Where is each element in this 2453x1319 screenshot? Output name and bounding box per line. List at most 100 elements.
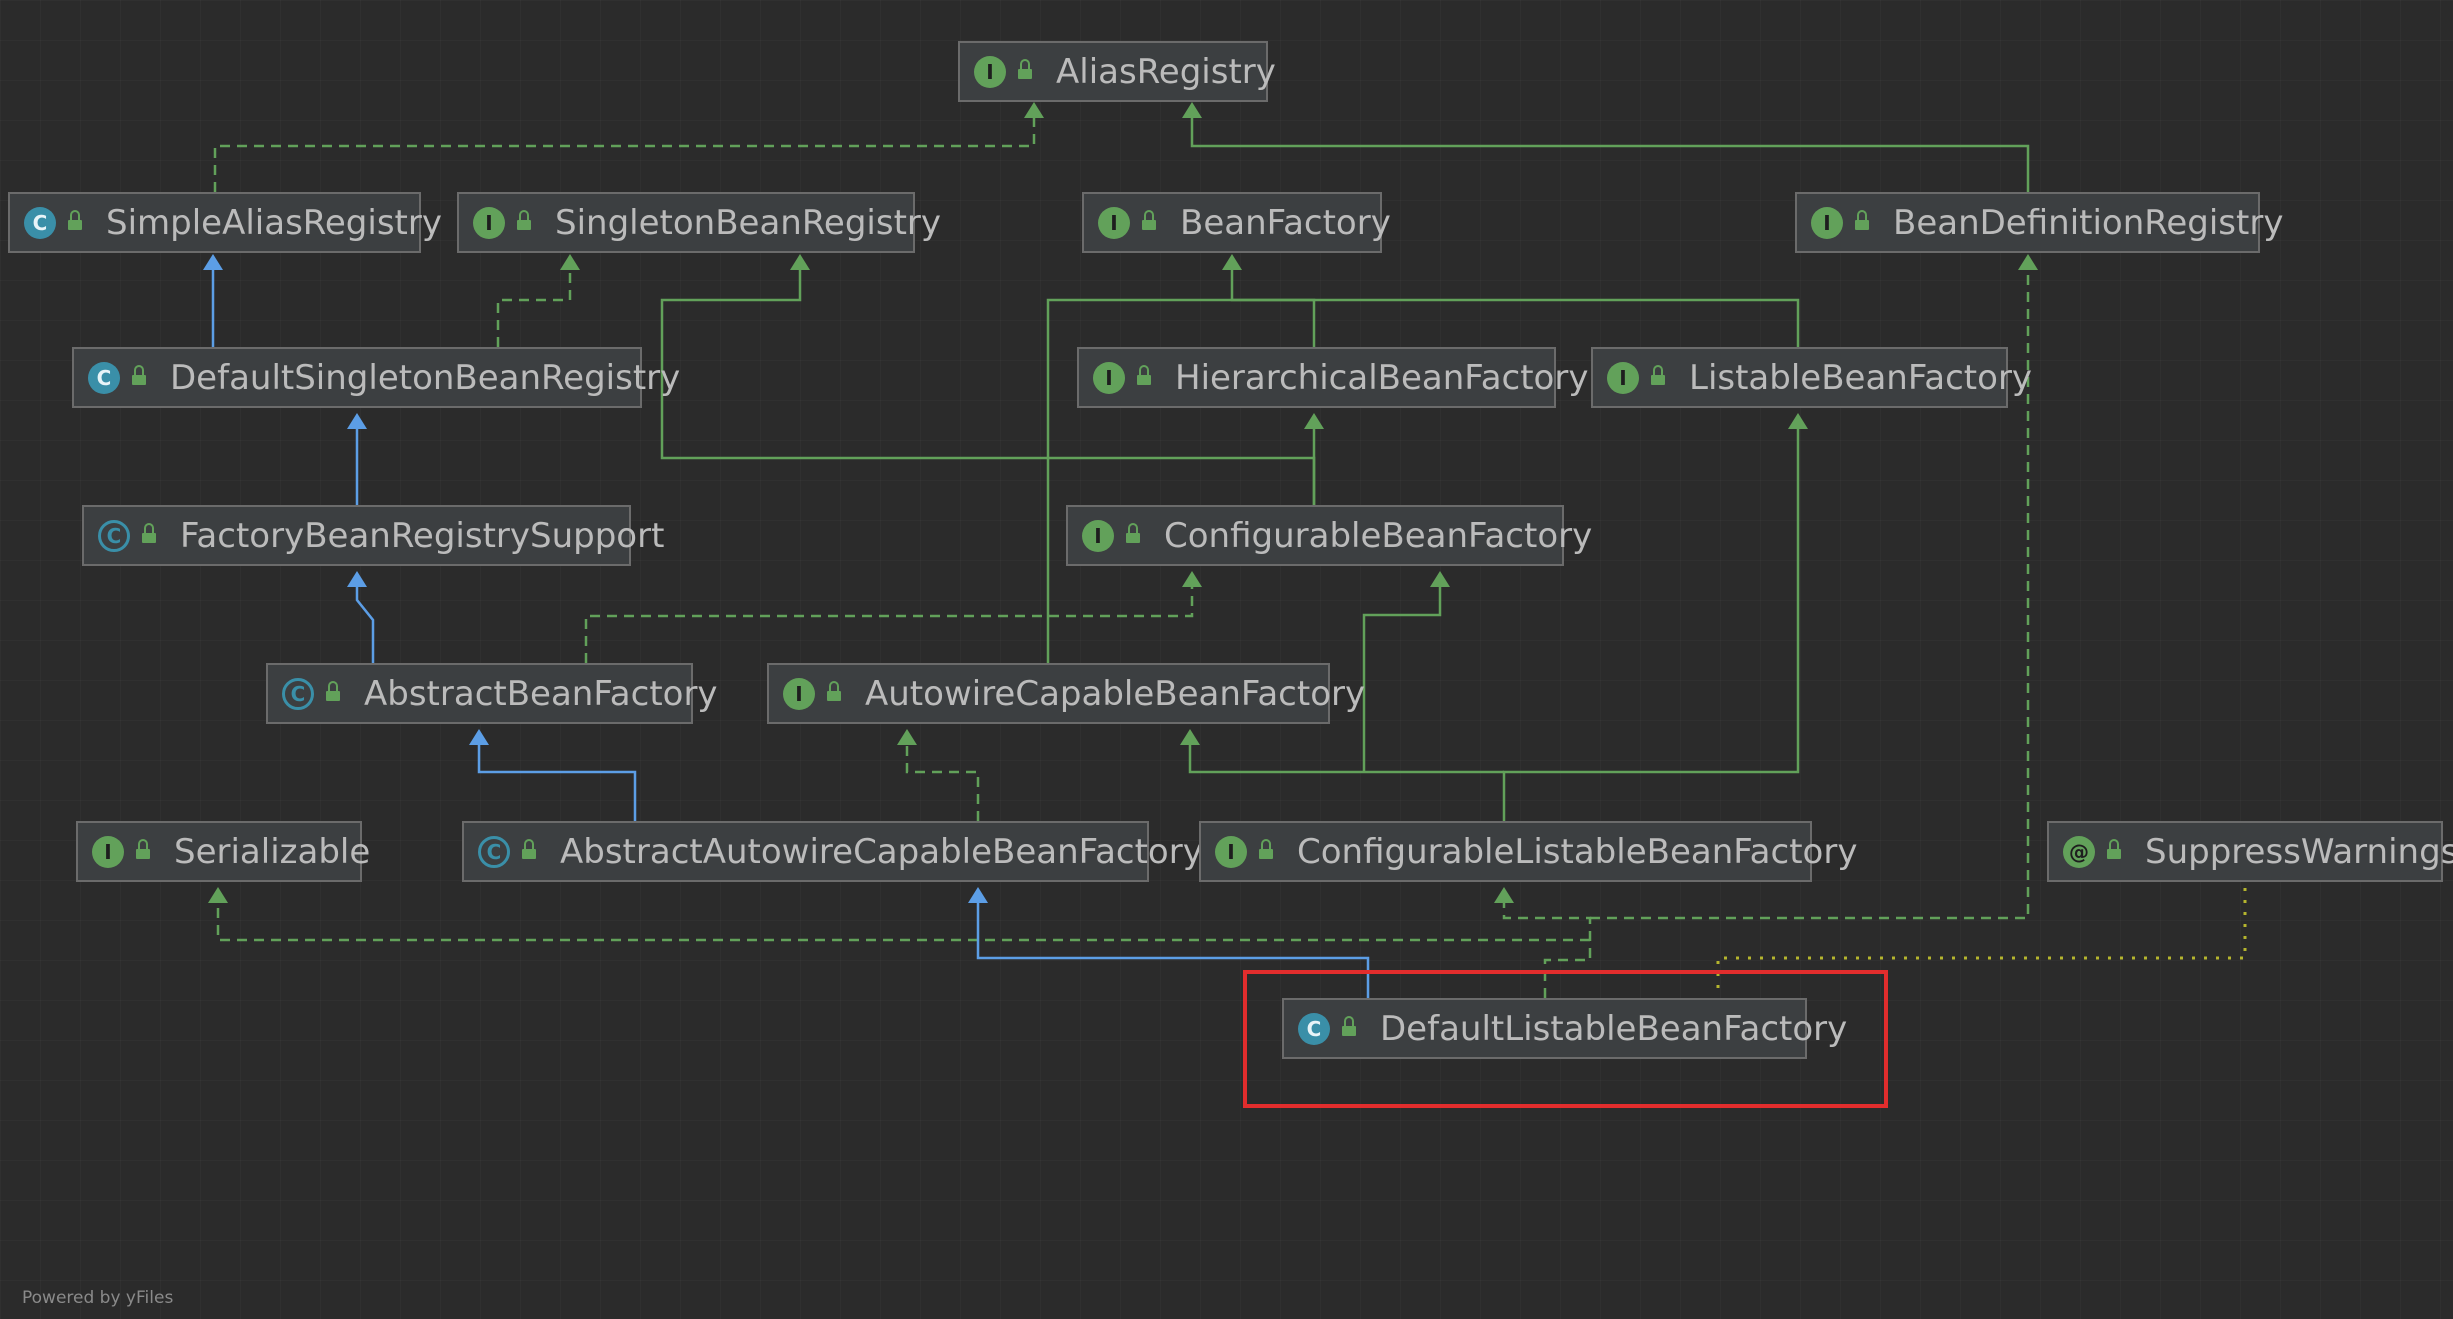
edge-dlbf-to-abstractautowire <box>976 896 1370 998</box>
node-simple-alias-registry[interactable]: C SimpleAliasRegistry <box>8 192 442 253</box>
arrowhead-configlistable <box>1494 887 1514 903</box>
edge-hierarchical-to-beanfactory <box>1230 263 1316 347</box>
arrowhead-factorybeanregistry <box>347 571 367 587</box>
edge-configlistable-to-configurablebf <box>1362 580 1442 772</box>
node-configurable-bean-factory[interactable]: I ConfigurableBeanFactory <box>1066 505 1592 566</box>
node-factory-bean-registry-support[interactable]: C FactoryBeanRegistrySupport <box>82 505 664 566</box>
node-label: ConfigurableListableBeanFactory <box>1297 831 1858 872</box>
edge-simplealias-to-aliasregistry <box>213 112 1036 192</box>
edge-abstractautowire-to-autowire <box>905 738 980 821</box>
edge-beandefinitionregistry-to-aliasregistry <box>1190 112 2030 192</box>
node-label: Serializable <box>174 831 371 872</box>
node-label: AbstractBeanFactory <box>364 673 718 714</box>
node-label: AutowireCapableBeanFactory <box>865 673 1366 714</box>
node-alias-registry[interactable]: I AliasRegistry <box>958 41 1276 102</box>
arrowhead-hierarchical <box>1304 413 1324 429</box>
node-default-singleton-bean-registry[interactable]: C DefaultSingletonBeanRegistry <box>72 347 680 408</box>
edge-autowirecapable-to-beanfactory <box>1046 298 1232 663</box>
footer-credit: Powered by yFiles <box>22 1288 174 1308</box>
arrowhead-abstractautowire <box>968 887 988 903</box>
node-label: HierarchicalBeanFactory <box>1175 357 1589 398</box>
arrowhead-configurablebf-a <box>1182 571 1202 587</box>
interface-icon: I <box>1082 519 1114 552</box>
public-lock-icon <box>136 838 150 859</box>
node-autowire-capable-bean-factory[interactable]: I AutowireCapableBeanFactory <box>767 663 1365 724</box>
interface-icon: I <box>1098 206 1130 239</box>
edge-abstractbf-to-factorybeanregistry <box>355 580 375 663</box>
node-bean-definition-registry[interactable]: I BeanDefinitionRegistry <box>1795 192 2283 253</box>
arrowhead-beanfactory <box>1222 254 1242 270</box>
node-listable-bean-factory[interactable]: I ListableBeanFactory <box>1591 347 2032 408</box>
arrowhead-autowire-a <box>897 729 917 745</box>
node-configurable-listable-bean-factory[interactable]: I ConfigurableListableBeanFactory <box>1199 821 1857 882</box>
node-singleton-bean-registry[interactable]: I SingletonBeanRegistry <box>457 192 941 253</box>
arrowhead-listable <box>1788 413 1808 429</box>
public-lock-icon <box>1126 522 1140 543</box>
public-lock-icon <box>326 680 340 701</box>
arrowhead-simplealias <box>203 254 223 270</box>
node-label: SuppressWarnings <box>2145 831 2453 872</box>
node-label: DefaultSingletonBeanRegistry <box>170 357 681 398</box>
public-lock-icon <box>1651 364 1665 385</box>
interface-icon: I <box>783 677 815 710</box>
public-lock-icon <box>517 209 531 230</box>
abstract-class-icon: C <box>98 519 130 552</box>
annotation-icon: @ <box>2063 835 2095 868</box>
public-lock-icon <box>1137 364 1151 385</box>
public-lock-icon <box>522 838 536 859</box>
node-label: FactoryBeanRegistrySupport <box>180 515 665 556</box>
edge-abstractautowire-to-abstractbf <box>477 738 637 821</box>
node-hierarchical-bean-factory[interactable]: I HierarchicalBeanFactory <box>1077 347 1588 408</box>
arrowhead-serializable <box>208 887 228 903</box>
node-label: BeanDefinitionRegistry <box>1893 202 2284 243</box>
highlight-box <box>1243 970 1888 1108</box>
public-lock-icon <box>1259 838 1273 859</box>
node-label: SingletonBeanRegistry <box>555 202 942 243</box>
interface-icon: I <box>473 206 505 239</box>
node-serializable[interactable]: I Serializable <box>76 821 370 882</box>
interface-icon: I <box>1093 361 1125 394</box>
public-lock-icon <box>1342 1015 1356 1036</box>
edge-abstractbf-to-configurablebf <box>584 580 1194 663</box>
public-lock-icon <box>2107 838 2121 859</box>
class-icon: C <box>1298 1012 1330 1045</box>
node-label: BeanFactory <box>1180 202 1391 243</box>
node-label: AliasRegistry <box>1056 51 1276 92</box>
node-label: DefaultListableBeanFactory <box>1380 1008 1848 1049</box>
edge-dlbf-to-serializable <box>216 896 1590 942</box>
edge-configlistable-to-autowire <box>1188 738 1504 774</box>
interface-icon: I <box>92 835 124 868</box>
node-abstract-autowire-capable-bean-factory[interactable]: C AbstractAutowireCapableBeanFactory <box>462 821 1203 882</box>
public-lock-icon <box>1855 209 1869 230</box>
arrowhead-singletonregistry-b <box>790 254 810 270</box>
interface-icon: I <box>1607 361 1639 394</box>
node-label: ConfigurableBeanFactory <box>1164 515 1593 556</box>
interface-icon: I <box>974 55 1006 88</box>
interface-icon: I <box>1215 835 1247 868</box>
arrowhead-beandefinitionregistry <box>2018 254 2038 270</box>
edge-dlbf-to-beandefinitionregistry <box>1590 263 2030 920</box>
public-lock-icon <box>827 680 841 701</box>
public-lock-icon <box>132 364 146 385</box>
public-lock-icon <box>68 209 82 230</box>
arrowhead-abstractbf <box>469 729 489 745</box>
public-lock-icon <box>142 522 156 543</box>
arrowhead-configurablebf-b <box>1430 571 1450 587</box>
node-label: SimpleAliasRegistry <box>106 202 442 243</box>
arrowhead-aliasregistry-left <box>1024 102 1044 118</box>
node-bean-factory[interactable]: I BeanFactory <box>1082 192 1391 253</box>
arrowhead-singletonregistry-a <box>560 254 580 270</box>
node-label: ListableBeanFactory <box>1689 357 2033 398</box>
node-default-listable-bean-factory[interactable]: C DefaultListableBeanFactory <box>1282 998 1847 1059</box>
class-icon: C <box>88 361 120 394</box>
node-suppress-warnings[interactable]: @ SuppressWarnings <box>2047 821 2453 882</box>
interface-icon: I <box>1811 206 1843 239</box>
edge-configlistable-to-listable <box>1502 422 1800 821</box>
node-label: AbstractAutowireCapableBeanFactory <box>560 831 1203 872</box>
public-lock-icon <box>1142 209 1156 230</box>
edge-listable-to-beanfactory <box>1232 298 1800 347</box>
class-icon: C <box>24 206 56 239</box>
node-abstract-bean-factory[interactable]: C AbstractBeanFactory <box>266 663 718 724</box>
arrowhead-autowire-b <box>1180 729 1200 745</box>
